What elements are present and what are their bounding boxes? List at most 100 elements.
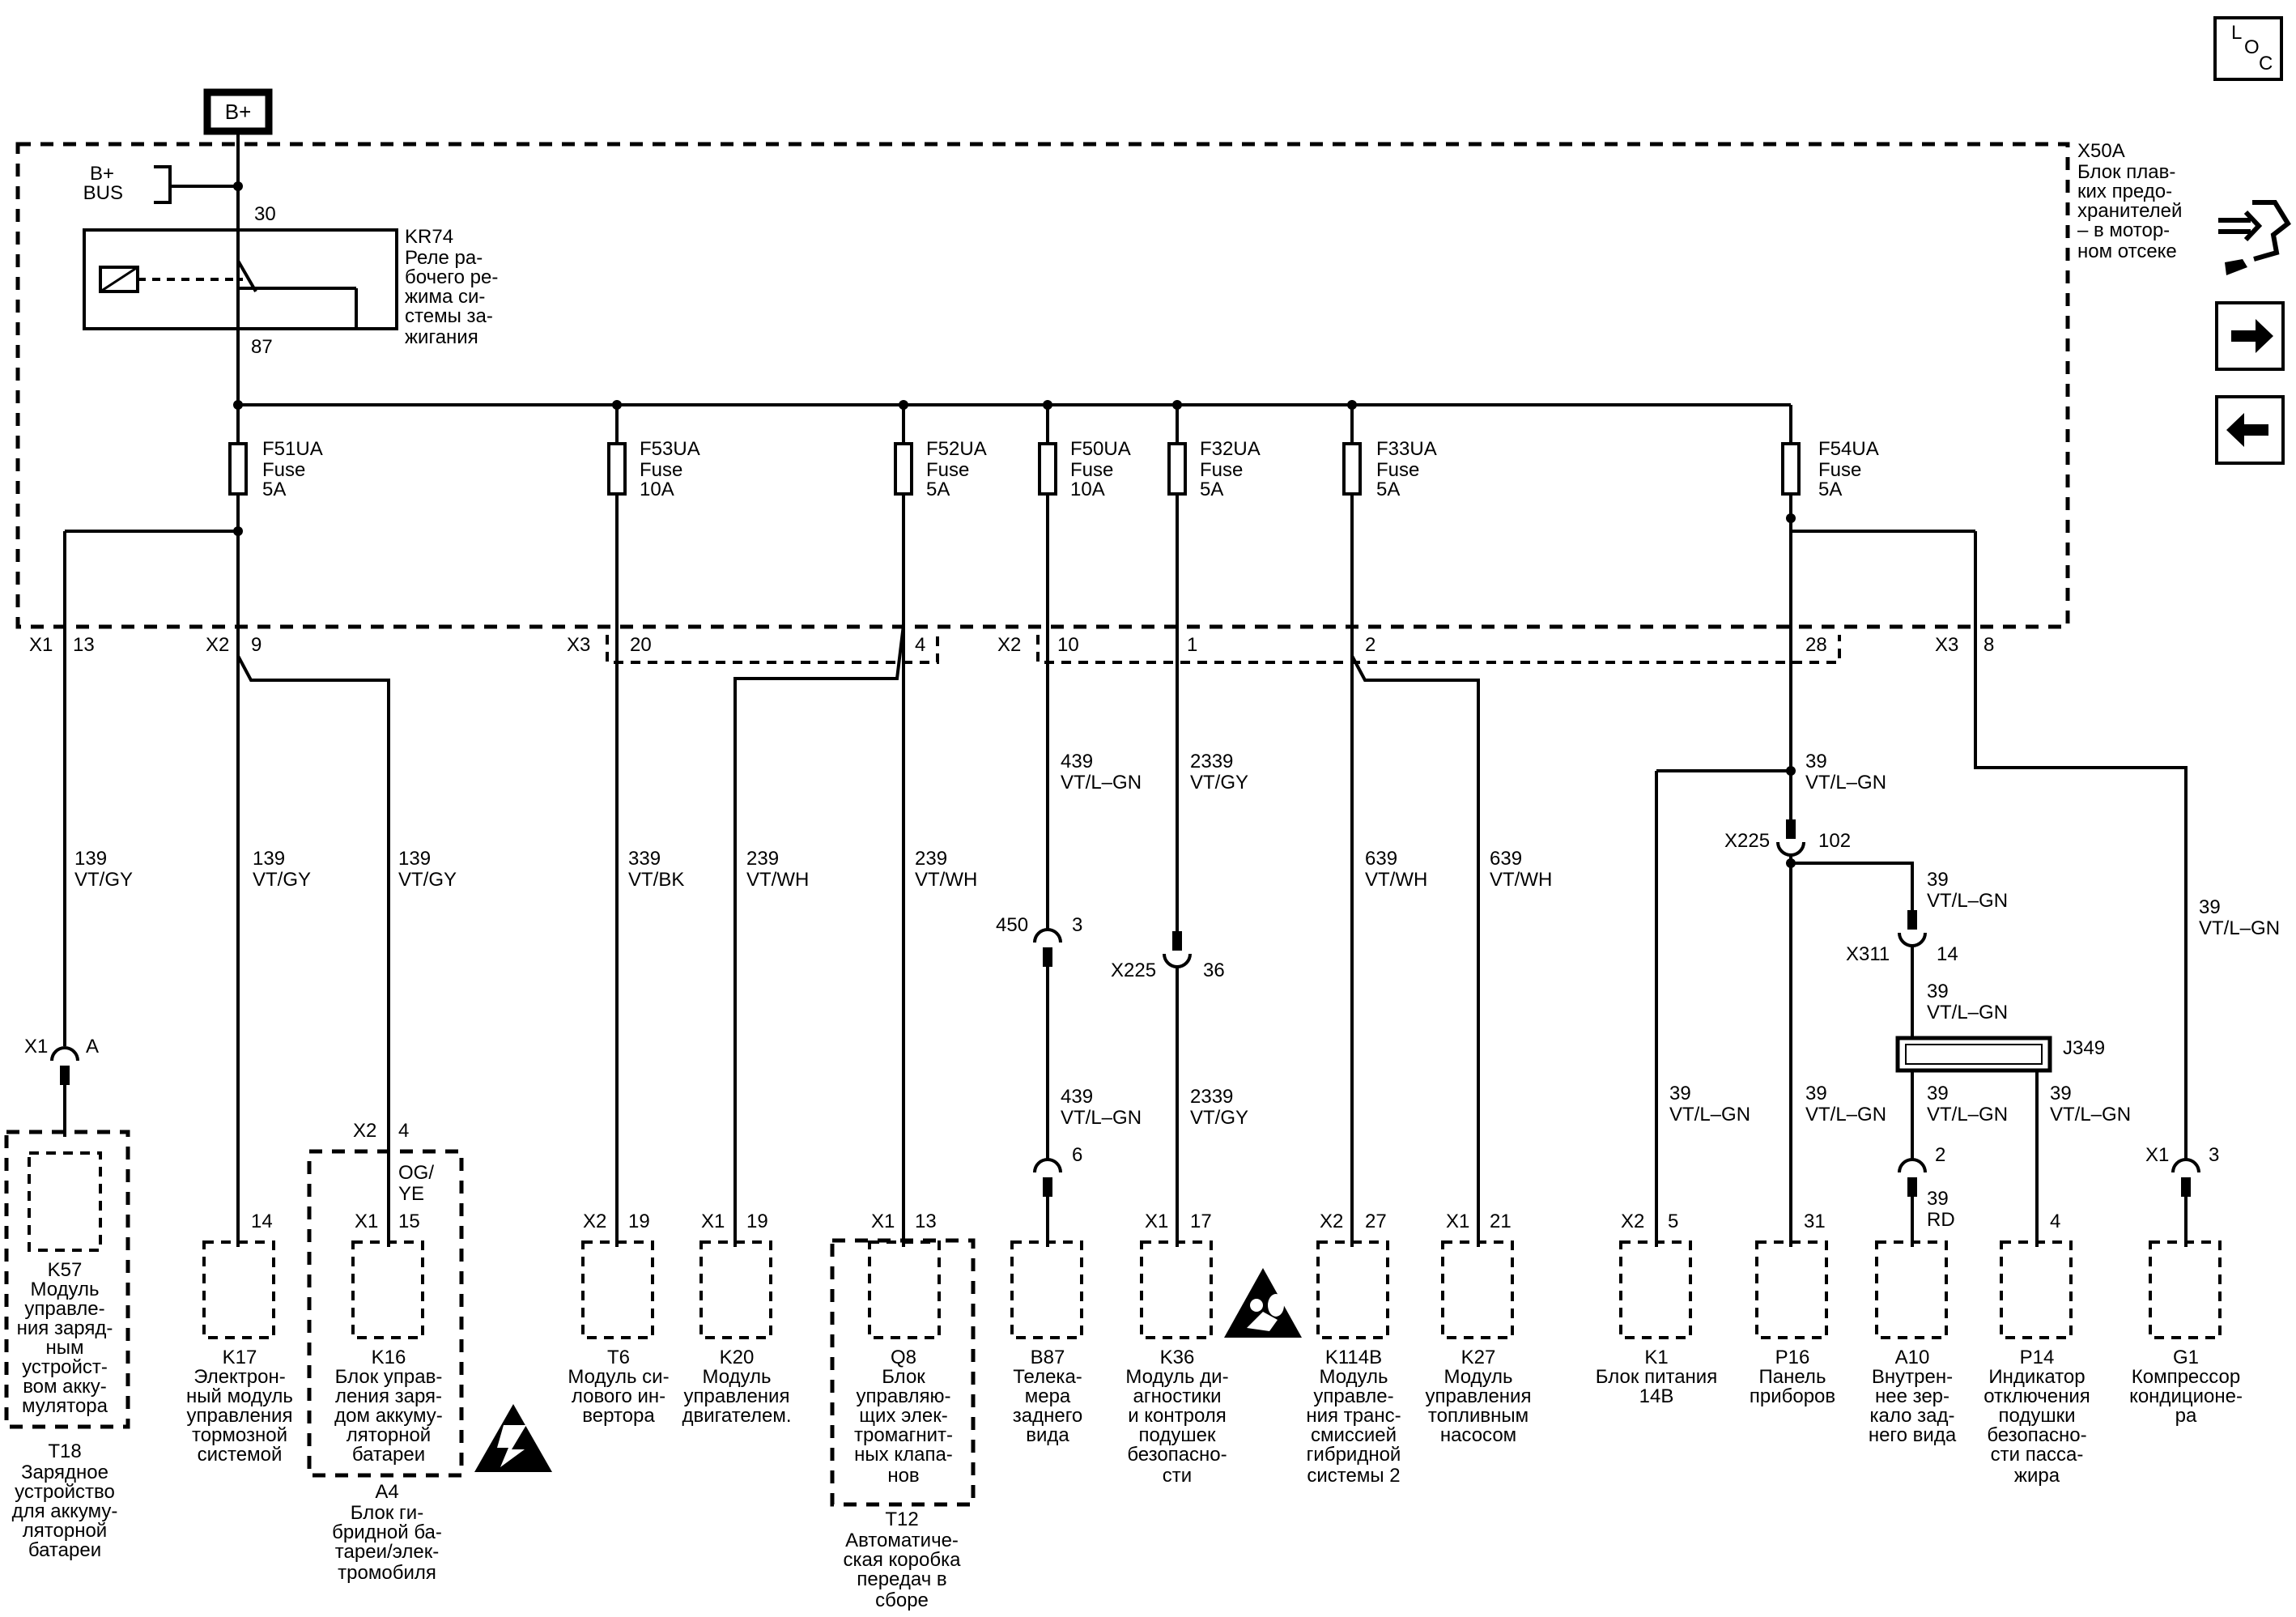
prev-page-button[interactable]	[2215, 395, 2285, 465]
svg-text:339: 339	[628, 848, 661, 870]
svg-text:ный модуль: ный модуль	[186, 1385, 293, 1407]
svg-text:450: 450	[996, 914, 1028, 936]
svg-text:ных клапа-: ных клапа-	[854, 1444, 953, 1466]
k1-box	[1619, 1240, 1692, 1339]
a10-label: A10 Внутрен- нее зер- кало зад- него вид…	[1869, 1347, 1957, 1446]
svg-text:2: 2	[1365, 634, 1375, 656]
svg-text:14: 14	[251, 1211, 273, 1232]
svg-text:VT/GY: VT/GY	[253, 869, 311, 891]
svg-text:A10: A10	[1895, 1347, 1930, 1368]
svg-text:F53UA: F53UA	[640, 438, 700, 460]
svg-text:439: 439	[1061, 751, 1093, 772]
svg-text:139: 139	[74, 848, 107, 870]
svg-text:VT/WH: VT/WH	[746, 869, 809, 891]
svg-text:639: 639	[1365, 848, 1397, 870]
svg-text:5A: 5A	[1376, 479, 1400, 500]
svg-text:безопасно-: безопасно-	[1987, 1424, 2086, 1446]
svg-text:VT/L–GN: VT/L–GN	[1061, 772, 1142, 794]
svg-text:13: 13	[73, 634, 95, 656]
svg-text:бочего ре-: бочего ре-	[405, 266, 498, 288]
svg-text:K36: K36	[1160, 1347, 1195, 1368]
svg-text:239: 239	[746, 848, 779, 870]
svg-text:Модуль: Модуль	[1319, 1366, 1388, 1388]
fuse-f53ua: F53UA Fuse 10A	[607, 405, 700, 625]
svg-text:Fuse: Fuse	[640, 459, 682, 481]
svg-text:Fuse: Fuse	[262, 459, 305, 481]
svg-text:X2: X2	[583, 1211, 606, 1232]
svg-text:ния заряд-: ния заряд-	[17, 1317, 113, 1339]
block-connector-pins: X1 13 X2 9 X3 20 4 X2 10 1 2 28 X3 8	[29, 634, 1994, 656]
circuit-t6: 339 VT/BK X2 19	[583, 625, 684, 1247]
svg-text:ным: ным	[45, 1337, 83, 1359]
airbag-warning-icon	[1224, 1268, 1302, 1338]
svg-text:гибридной: гибридной	[1307, 1444, 1401, 1466]
svg-text:36: 36	[1203, 960, 1225, 981]
svg-text:B+: B+	[90, 163, 114, 185]
svg-text:30: 30	[254, 203, 276, 225]
svg-text:стемы за-: стемы за-	[405, 305, 493, 327]
k16-box	[351, 1240, 424, 1339]
arrow-right-icon	[2231, 319, 2273, 353]
svg-text:жигания: жигания	[405, 326, 478, 348]
svg-text:K114B: K114B	[1325, 1347, 1382, 1368]
svg-text:бридной ба-: бридной ба-	[332, 1521, 442, 1543]
svg-text:K1: K1	[1644, 1347, 1668, 1368]
svg-text:X50A: X50A	[2077, 140, 2125, 162]
svg-text:A4: A4	[375, 1481, 398, 1503]
t6-label: T6 Модуль си- лового ин- вертора	[568, 1347, 669, 1427]
k36-box	[1140, 1240, 1213, 1339]
svg-text:39: 39	[1927, 1083, 1949, 1104]
svg-text:X1: X1	[1446, 1211, 1469, 1232]
svg-text:X1: X1	[355, 1211, 378, 1232]
svg-text:X1: X1	[24, 1036, 48, 1057]
svg-text:KR74: KR74	[405, 226, 453, 248]
b87-label: B87 Телека- мера заднего вида	[1013, 1347, 1083, 1446]
svg-text:управления: управления	[684, 1385, 790, 1407]
svg-text:смиссией: смиссией	[1311, 1424, 1397, 1446]
fuse-f54ua: F54UA Fuse 5A	[1781, 405, 1879, 625]
svg-text:VT/WH: VT/WH	[915, 869, 977, 891]
svg-text:ких предо-: ких предо-	[2077, 181, 2172, 202]
fuse-f32ua: F32UA Fuse 5A	[1167, 405, 1261, 625]
svg-text:Модуль ди-: Модуль ди-	[1125, 1366, 1228, 1388]
svg-text:VT/L–GN: VT/L–GN	[1061, 1107, 1142, 1129]
svg-text:139: 139	[253, 848, 285, 870]
svg-text:безопасно-: безопасно-	[1127, 1444, 1227, 1466]
svg-text:VT/WH: VT/WH	[1490, 869, 1552, 891]
svg-text:F51UA: F51UA	[262, 438, 323, 460]
svg-text:39: 39	[1805, 751, 1827, 772]
svg-text:X3: X3	[567, 634, 590, 656]
circuit-f54-main: 39 VT/L–GN X225 102	[1656, 625, 1914, 1247]
k20-label: K20 Модуль управления двигателем.	[682, 1347, 792, 1427]
svg-text:21: 21	[1490, 1211, 1512, 1232]
svg-text:Fuse: Fuse	[926, 459, 969, 481]
svg-text:39: 39	[1805, 1083, 1827, 1104]
svg-text:VT/L–GN: VT/L–GN	[1805, 772, 1886, 794]
splice-j349: J349	[1895, 1036, 2105, 1073]
svg-text:3: 3	[2209, 1144, 2219, 1166]
svg-text:X2: X2	[1320, 1211, 1343, 1232]
svg-text:двигателем.: двигателем.	[682, 1405, 792, 1427]
svg-text:X1: X1	[1145, 1211, 1168, 1232]
loc-button[interactable]: L O C	[2213, 16, 2283, 81]
svg-text:управления: управления	[1426, 1385, 1532, 1407]
svg-text:P14: P14	[2020, 1347, 2055, 1368]
svg-text:мера: мера	[1025, 1385, 1071, 1407]
svg-text:13: 13	[915, 1211, 937, 1232]
next-page-button[interactable]	[2215, 301, 2285, 371]
svg-text:Внутрен-: Внутрен-	[1872, 1366, 1953, 1388]
svg-text:VT/GY: VT/GY	[74, 869, 133, 891]
svg-text:G1: G1	[2173, 1347, 2199, 1368]
circuit-k57: 139 VT/GY X1 A	[24, 531, 133, 1137]
svg-text:K27: K27	[1461, 1347, 1496, 1368]
svg-text:VT/L–GN: VT/L–GN	[1927, 1002, 2008, 1023]
svg-text:тромагнит-: тромагнит-	[854, 1424, 953, 1446]
connector-view-icon[interactable]	[2218, 200, 2291, 275]
svg-text:17: 17	[1190, 1211, 1212, 1232]
svg-text:Компрессор: Компрессор	[2132, 1366, 2240, 1388]
q8-box	[868, 1240, 941, 1339]
circuit-k16: 139 VT/GY X2 4 OG/ YE X1 15	[236, 655, 457, 1247]
circuit-k20: 239 VT/WH X1 19	[701, 624, 905, 1247]
svg-text:VT/L–GN: VT/L–GN	[2050, 1104, 2131, 1126]
